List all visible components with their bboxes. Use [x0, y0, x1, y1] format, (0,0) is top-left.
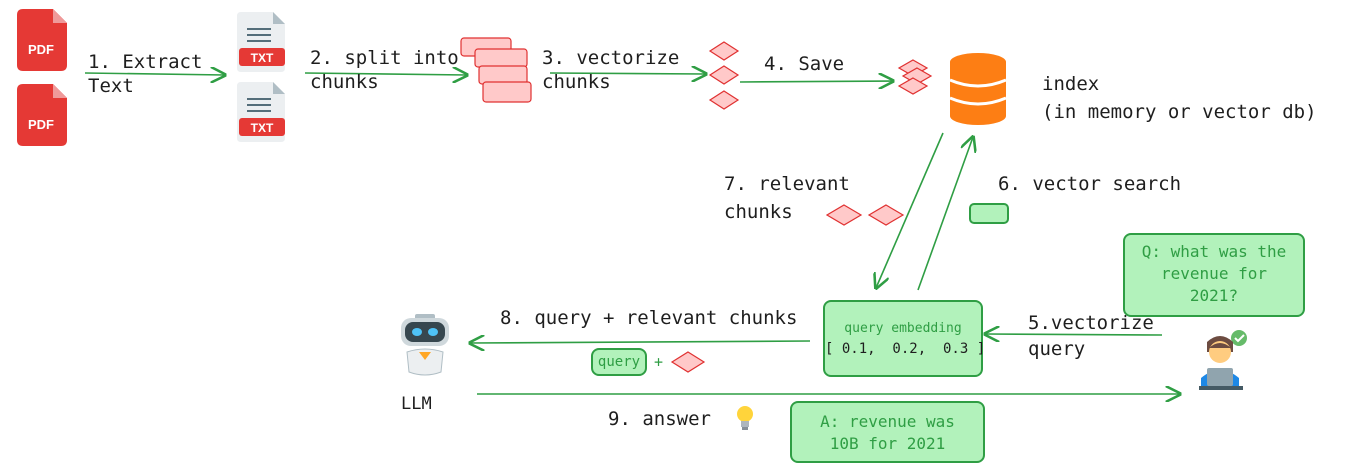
vector-diamond	[708, 65, 740, 85]
relevant-chunks-diamonds-icon	[826, 204, 905, 226]
arrow-relevant-chunks	[876, 132, 944, 288]
step-answer-label: 9. answer	[608, 408, 711, 430]
arrow-query-to-llm	[470, 341, 811, 343]
answer-box: A: revenue was 10B for 2021	[790, 401, 985, 463]
query-embedding-values: [ 0.1, 0.2, 0.3 ]	[825, 341, 986, 357]
txt-file-icon: TXT	[237, 12, 285, 72]
pdf-badge-text: PDF	[28, 42, 54, 57]
txt-badge-text: TXT	[251, 51, 274, 65]
lightbulb-icon	[737, 406, 753, 430]
plus-sign: +	[654, 353, 664, 371]
vector-diamond	[708, 90, 740, 110]
step-vectorize-query-label: 5.vectorize query	[1028, 312, 1154, 360]
query-tag: query	[591, 348, 647, 376]
user-at-laptop-icon	[1199, 330, 1247, 390]
arrow-vectorize	[549, 73, 706, 74]
relevant-chunk-diamond-icon	[670, 351, 706, 373]
step-query-plus-chunks-label: 8. query + relevant chunks	[500, 307, 798, 329]
step-split-label: 2. split into chunks	[310, 47, 459, 93]
arrow-save	[739, 81, 893, 82]
vector-diamond	[708, 41, 740, 61]
chunk-block	[482, 81, 532, 103]
arrow-vector-search	[917, 137, 973, 291]
saved-vectors-icon	[897, 59, 933, 95]
chunk-block	[474, 48, 528, 68]
chunks-stack-icon	[460, 37, 532, 103]
database-icon	[949, 53, 1007, 125]
txt-badge-text: TXT	[251, 121, 274, 135]
chunk-block	[478, 65, 528, 85]
robot-icon	[401, 314, 449, 376]
step-vector-search-label: 6. vector search	[998, 173, 1182, 195]
step-relevant-chunks-label: 7. relevant chunks	[724, 173, 850, 223]
question-box: Q: what was the revenue for 2021?	[1123, 233, 1305, 317]
txt-file-icon: TXT	[237, 82, 285, 142]
pdf-file-icon: PDF	[17, 84, 67, 146]
llm-label: LLM	[401, 394, 432, 414]
vector-diamonds-icon	[708, 41, 740, 110]
step-vectorize-label: 3. vectorize chunks	[542, 47, 680, 93]
index-label: index (in memory or vector db)	[1042, 73, 1317, 123]
step-save-label: 4. Save	[764, 53, 845, 75]
pdf-badge-text: PDF	[28, 117, 54, 132]
arrow-vectorize-query	[985, 334, 1163, 335]
pdf-file-icon: PDF	[17, 9, 67, 71]
query-embedding-title: query embedding	[844, 321, 962, 336]
arrow-extract	[84, 73, 225, 75]
step-extract-label: 1. Extract Text	[88, 51, 203, 97]
query-embedding-box: query embedding [ 0.1, 0.2, 0.3 ]	[823, 300, 986, 377]
vector-search-chip	[969, 203, 1009, 224]
arrow-split	[304, 73, 467, 75]
